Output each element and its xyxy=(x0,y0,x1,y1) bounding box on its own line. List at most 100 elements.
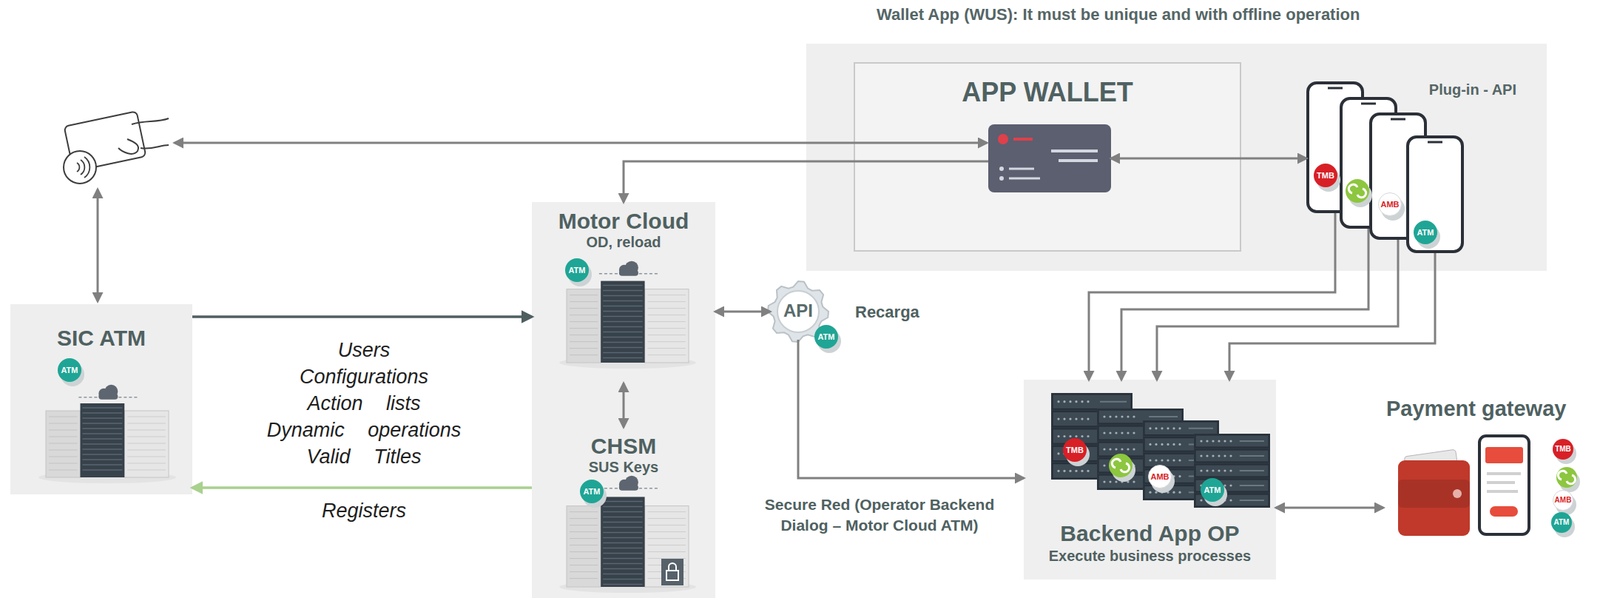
connector xyxy=(192,485,532,489)
rack-led xyxy=(1223,454,1226,457)
connector xyxy=(1229,252,1436,380)
connector xyxy=(192,315,532,319)
illustration-shape xyxy=(48,423,77,424)
rack-led xyxy=(1178,474,1181,478)
rack-unit xyxy=(1052,394,1132,409)
illustration-shape xyxy=(569,341,598,342)
rack-led xyxy=(1132,431,1135,434)
rack-led xyxy=(1062,400,1066,403)
operator-badge: ATM xyxy=(57,358,82,382)
illustration-shape xyxy=(647,537,686,539)
badge-text: ATM xyxy=(57,358,82,382)
rack-unit xyxy=(1144,421,1218,435)
illustration-shape xyxy=(602,300,643,302)
node-subtitle: Recarga xyxy=(855,302,912,322)
badge-text: ATM xyxy=(565,258,589,282)
rack-led xyxy=(1199,498,1203,501)
illustration-shape xyxy=(647,314,686,316)
illustration-shape xyxy=(602,568,643,570)
connector xyxy=(798,339,1024,478)
rack-led xyxy=(1172,474,1175,478)
illustration-shape xyxy=(602,583,643,586)
phone-notch xyxy=(1361,102,1376,106)
rack-led xyxy=(1102,463,1106,467)
illustration-shape xyxy=(569,524,598,526)
rack-led xyxy=(1160,443,1163,446)
illustration-shape xyxy=(127,416,166,418)
server-rack xyxy=(79,403,125,478)
illustration-shape xyxy=(1148,415,1178,418)
rack-led xyxy=(1057,417,1060,421)
wallet-icon xyxy=(1398,460,1470,536)
illustration-shape xyxy=(127,429,166,431)
rack-led xyxy=(1148,491,1151,494)
illustration-shape xyxy=(82,453,123,455)
illustration-shape xyxy=(1188,427,1214,430)
motor-cloud-panel xyxy=(531,201,716,598)
card-line xyxy=(1013,137,1033,141)
badge-text: TMB xyxy=(1062,437,1087,462)
sic-atm-box: SIC ATM xyxy=(10,304,193,495)
rack-led xyxy=(1074,469,1078,472)
connector xyxy=(1276,506,1384,509)
illustration-shape xyxy=(602,531,643,534)
rack-led xyxy=(1132,414,1135,418)
node-title: SIC ATM xyxy=(10,324,193,351)
rack-led xyxy=(1114,447,1117,450)
connector xyxy=(623,161,989,202)
rack-led xyxy=(1217,468,1220,472)
badge-text: TMB xyxy=(1313,163,1338,188)
connector xyxy=(715,310,771,313)
cloud-icon xyxy=(619,484,639,491)
illustration-shape xyxy=(602,284,643,287)
cloud-icon xyxy=(98,393,118,400)
illustration-shape xyxy=(602,500,643,503)
rack-led xyxy=(1068,434,1072,438)
illustration-shape xyxy=(602,310,643,313)
illustration-shape xyxy=(569,327,598,329)
server-cabinet xyxy=(645,289,689,363)
rack-led xyxy=(1126,447,1129,450)
illustration-shape xyxy=(82,427,123,430)
rack-led xyxy=(1211,439,1214,442)
illustration-shape xyxy=(602,547,643,549)
illustration-shape xyxy=(647,551,686,552)
green-logo-mark xyxy=(1348,184,1366,198)
illustration-shape xyxy=(82,406,123,409)
illustration-shape xyxy=(569,354,598,356)
wallet-clasp xyxy=(1452,488,1462,498)
illustration-shape xyxy=(48,463,77,464)
illustration-shape xyxy=(602,505,643,508)
illustration-shape xyxy=(569,321,598,322)
rack-led xyxy=(1223,498,1226,501)
connector xyxy=(1121,228,1369,380)
rack-led xyxy=(1062,434,1066,438)
server-cabinet xyxy=(45,410,80,478)
rack-led xyxy=(1205,468,1208,472)
rack-led xyxy=(1114,431,1117,434)
badge-text: ATM xyxy=(579,479,604,504)
rack-led xyxy=(1199,439,1203,442)
illustration-shape xyxy=(647,301,686,302)
badge-text: AMB xyxy=(1148,465,1171,488)
connector xyxy=(1156,239,1399,380)
server-rack xyxy=(600,496,645,587)
card-line xyxy=(1008,177,1041,180)
illustration-shape xyxy=(602,557,643,560)
card-line xyxy=(1008,167,1035,171)
illustration-shape xyxy=(569,531,598,532)
operator-badge: TMB xyxy=(1062,437,1087,462)
rack-led xyxy=(1154,426,1157,430)
rack-led xyxy=(1178,491,1181,494)
phone-header xyxy=(1485,446,1524,464)
cloud-icon xyxy=(619,269,639,276)
rack-led xyxy=(1217,439,1220,442)
illustration-shape xyxy=(127,443,166,444)
rack-led xyxy=(1172,426,1175,430)
server-cabinet xyxy=(566,505,601,587)
node-title: CHSM xyxy=(531,432,716,459)
rack-led xyxy=(1062,417,1066,421)
nfc-wire xyxy=(174,142,987,145)
rack-led xyxy=(1160,458,1163,461)
green-logo-mark xyxy=(1111,458,1129,472)
